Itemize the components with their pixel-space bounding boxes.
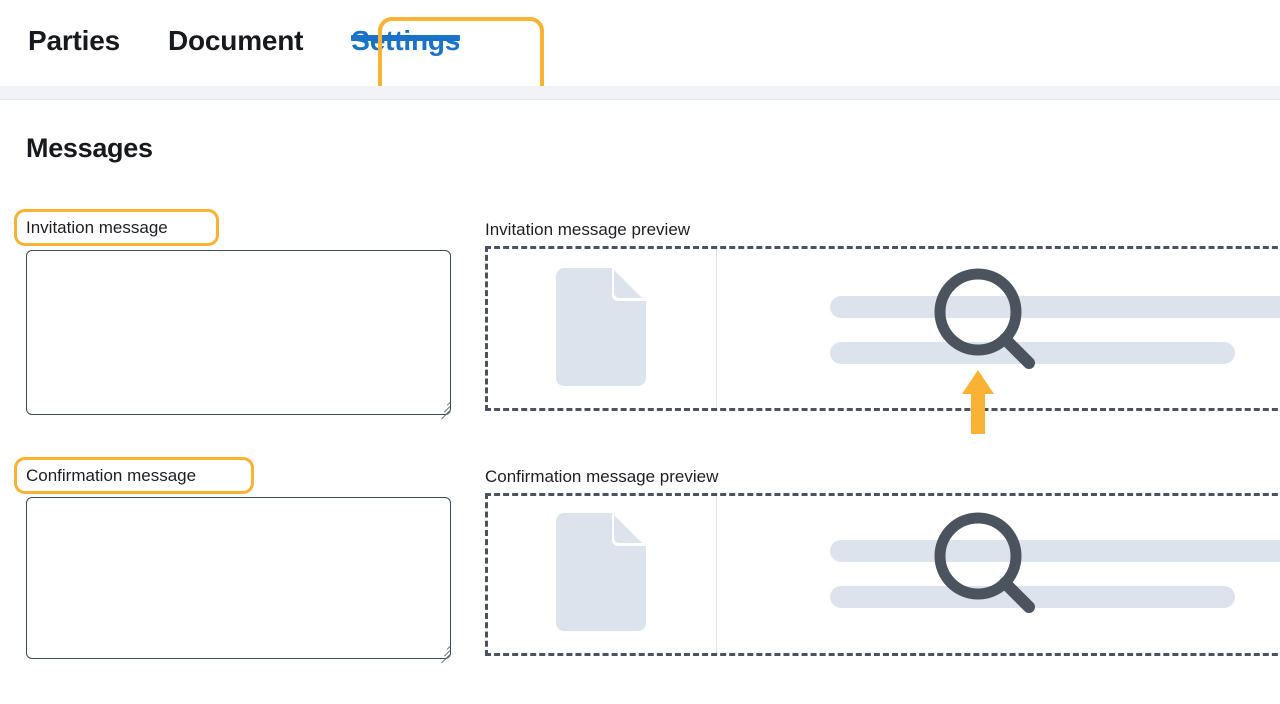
invitation-message-preview [485, 246, 1280, 411]
tab-active-underline [351, 35, 461, 41]
tab-settings[interactable]: Settings [327, 0, 484, 55]
magnifier-icon [928, 506, 1048, 626]
skeleton-bar [830, 296, 1280, 318]
confirmation-message-label: Confirmation message [26, 466, 197, 485]
preview-divider [716, 249, 717, 408]
skeleton-bar [830, 342, 1235, 364]
confirmation-preview-title: Confirmation message preview [485, 467, 719, 486]
tab-bar: Parties Document Settings [0, 0, 1280, 86]
page-title: Messages [26, 133, 153, 163]
tab-list: Parties Document Settings [28, 0, 484, 86]
tab-document-label: Document [168, 25, 304, 56]
confirmation-message-input[interactable] [26, 497, 451, 659]
document-placeholder-icon [556, 268, 646, 386]
tab-bar-divider [0, 86, 1280, 100]
document-placeholder-icon [556, 513, 646, 631]
invitation-message-input[interactable] [26, 250, 451, 415]
invitation-message-label: Invitation message [26, 218, 168, 237]
tab-document[interactable]: Document [144, 0, 327, 55]
invitation-preview-title: Invitation message preview [485, 220, 691, 239]
confirmation-message-preview [485, 493, 1280, 656]
preview-divider [716, 496, 717, 653]
tab-parties[interactable]: Parties [28, 0, 144, 55]
tab-parties-label: Parties [28, 25, 120, 56]
skeleton-bar [830, 540, 1280, 562]
magnifier-icon [928, 262, 1048, 382]
skeleton-bar [830, 586, 1235, 608]
